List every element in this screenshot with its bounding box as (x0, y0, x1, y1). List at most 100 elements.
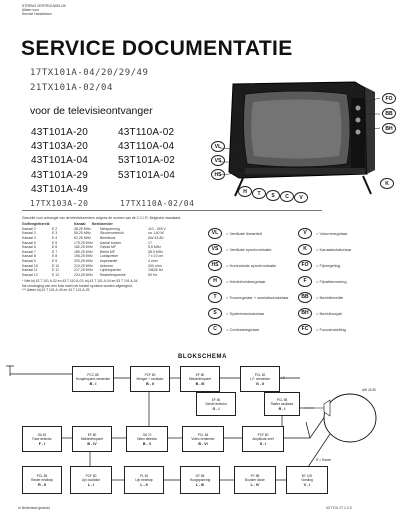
spec-cell: 300 ohm (148, 263, 162, 268)
spec-cell: 203,25 MHz (74, 258, 93, 263)
crt-label: AW 43-80 (362, 388, 377, 392)
spec-cell: Kanaal 5 (22, 240, 36, 245)
block-vertical-oscillator: PCL 85 Raster oscillator R - I (264, 392, 300, 416)
spec-cell: 5,5 MHz (148, 245, 162, 250)
block-mixer: PCF 80 Menger + oscillator B - II (130, 366, 170, 392)
block-eht: DY 86 Hoogspanning L - III (180, 466, 220, 494)
block-video-amp: PCL 84 Video versterker B - VI (182, 426, 224, 452)
spec-cell: 217,25 MHz (74, 268, 93, 273)
callout-t: T (252, 188, 266, 199)
legend-label: = Volumeregelaar (316, 230, 348, 236)
spec-cell: Kanaal 4 (22, 235, 36, 240)
spec-cell: 17 (148, 240, 152, 245)
spec-cell: Kanaal 8 (22, 254, 36, 259)
spec-cell: 189,25 MHz (74, 249, 93, 254)
spec-cell: E 12 (52, 272, 60, 277)
spec-cell: Beeldbuis (100, 235, 116, 240)
callout-bb: BB (382, 108, 396, 119)
legend-item: T= Toonregelaar + aan/uitschakelaar (208, 289, 298, 305)
block-stage: G - I (212, 406, 220, 411)
callout-vl: VL (211, 141, 225, 152)
legend-item: K= Kanaalschakelaar (298, 241, 398, 257)
legend-item: BB= Beeldbreedte (298, 289, 398, 305)
spec-cell: 4 ohm (148, 258, 158, 263)
specifications: Geschikt voor ontvangst van de televisie… (22, 216, 202, 292)
block-name: Video detector (136, 436, 158, 441)
spec-cell: 62,25 MHz (74, 235, 91, 240)
legend-label: = Systeemschakelaar (226, 310, 265, 316)
block-horizontal-output: PL 36 Lijn eindtrap L - II (124, 466, 164, 494)
block-booster-diode: PY 88 Booster diode L - IV (234, 466, 276, 494)
specs-note: * Niet bij 43 T 101 A-02 en 43 T 110 A-0… (22, 279, 139, 284)
block-name: Fase detector (32, 436, 52, 441)
specs-intro: Geschikt voor ontvangst van de televisie… (22, 216, 182, 220)
specs-note: *** Alleen bij 43 T 101 A-49 en 43 T 101… (22, 287, 91, 292)
legend-code: F (298, 275, 312, 287)
subtitle: voor de televisieontvanger (30, 105, 153, 117)
legend-item: V= Volumeregelaar (298, 225, 398, 241)
specs-header-mid: Kanaal (74, 222, 86, 227)
legend-label: = Helderheidsregelaar (226, 278, 266, 284)
specs-header-left: Golflengtebereik (22, 222, 50, 227)
callout-bh: BH (382, 123, 396, 134)
block-sync-separator: PCF 80 Amplitude-zeef S - I (242, 426, 284, 452)
diagram-footnote: R = Raster (316, 458, 332, 462)
spec-cell: E 5 (52, 240, 58, 245)
spec-cell: 210,25 MHz (74, 263, 93, 268)
divider (22, 210, 322, 211)
model-number: 43T110A-02 (118, 127, 175, 138)
model-number: 43T103A-20 (31, 141, 89, 153)
block-name: Lijn oscillator (81, 477, 101, 482)
block-tube: OA 70 (142, 432, 152, 437)
spec-cell: Kanaal 11 (22, 268, 38, 273)
block-diagram: PCC 88 Hoogfrequent-versterker B - I PCF… (0, 362, 400, 502)
model-number: 43T110A-04 (118, 141, 175, 153)
block-name: Voeding (301, 477, 313, 482)
spec-cell: 38,9 MHz (148, 249, 163, 254)
block-tube: EF 80 (195, 372, 205, 377)
block-name: L.F. versterker (249, 376, 271, 381)
block-name: Video versterker (191, 436, 215, 441)
spec-cell: 182,25 MHz (74, 245, 93, 250)
spec-cell: E 4 (52, 235, 58, 240)
block-tube: PCF 80 (144, 372, 156, 377)
model-number: 43T101A-49 (31, 183, 89, 195)
speaker-label: LS (281, 376, 285, 380)
model-list-right: 43T110A-02 43T110A-04 53T101A-02 53T101A… (118, 126, 175, 183)
block-if2: EF 80 Middenfrequent B - IV (72, 426, 112, 452)
block-stage: F - I (38, 441, 46, 446)
legend-label: = Vertikale lineariteit (226, 230, 262, 236)
spec-cell: Kanaal 9 (22, 258, 36, 263)
callout-vs: VS (211, 155, 225, 166)
model-list-left: 43T101A-20 43T103A-20 43T101A-04 43T101A… (31, 126, 88, 197)
legend-label: = Focusinstelling (316, 326, 346, 332)
block-stage: L - II (140, 482, 148, 487)
block-vertical-output: PCL 85 Raster eindtrap R - II (22, 466, 62, 494)
legend-item: F= Fijnafstemming (298, 273, 398, 289)
legend-item: VL = Vertikale lineariteit (208, 225, 298, 241)
block-diagram-title: BLOKSCHEMA (178, 354, 227, 360)
legend-code: C (208, 323, 222, 335)
legend-code: BH (298, 307, 312, 319)
block-tube: PCF 80 (85, 473, 97, 478)
legend-code: VL (208, 227, 222, 239)
footer-left: In Nederland gedrukt (18, 506, 50, 510)
spec-cell: 7 x 10 cm (148, 254, 164, 259)
block-tube: OA 81 (37, 432, 47, 437)
television-illustration (219, 81, 381, 197)
legend-item: H= Helderheidsregelaar (208, 273, 298, 289)
spec-cell: 196,25 MHz (74, 254, 93, 259)
block-tube: PCF 80 (257, 432, 269, 437)
spec-cell: E 9 (52, 258, 58, 263)
specs-header: Golflengtebereik Kanaal Beeldzender (22, 222, 202, 227)
block-stage: L - III (195, 482, 205, 487)
block-horizontal-oscillator: PCF 80 Lijn oscillator L - I (70, 466, 112, 494)
block-tube: PL 36 (139, 473, 149, 478)
